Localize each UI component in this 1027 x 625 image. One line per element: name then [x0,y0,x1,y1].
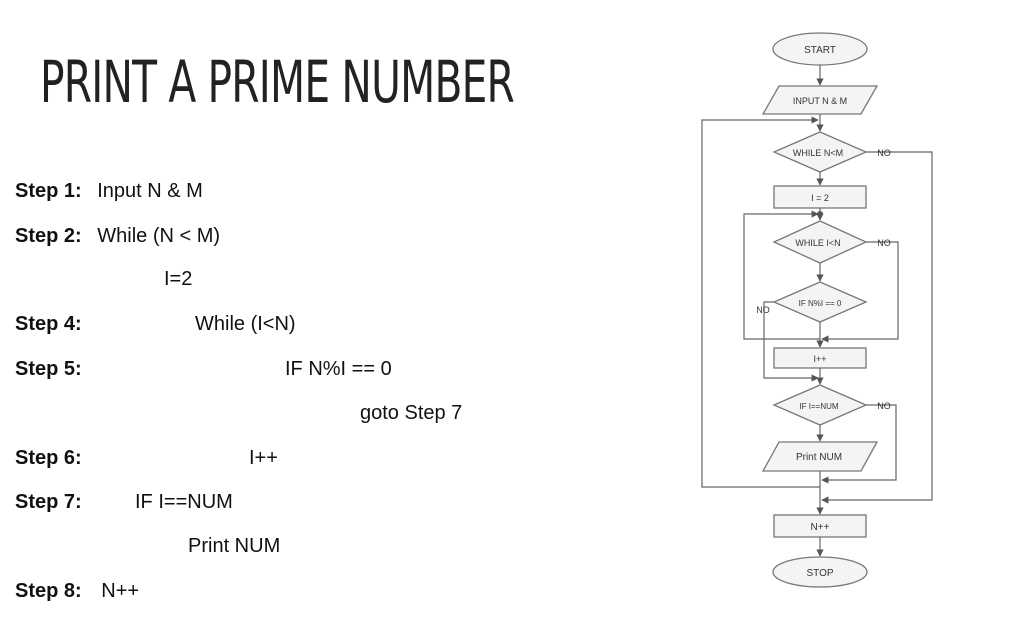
while-i-label: WHILE I<N [795,238,840,248]
junction-dot [817,211,823,217]
step-7-text: IF I==NUM [135,491,233,513]
step-4: Step 4: [15,313,82,336]
if-num-label: IF I==NUM [799,402,838,411]
step-label: Step 8: [15,580,82,602]
step-label: Step 1: [15,180,82,202]
while-n-label: WHILE N<M [793,148,843,158]
no-label-if-num: NO [877,401,891,411]
step-7: Step 7: [15,491,82,514]
step-3-text: I=2 [164,268,193,290]
step-label: Step 5: [15,358,82,380]
stop-node [772,556,868,588]
edge-inner-loop [743,210,820,340]
step-label: Step 6: [15,447,82,469]
step-label: Step 2: [15,225,82,247]
stop-label: STOP [806,568,833,579]
edge-while-i-no [821,241,899,343]
inc-n-label: N++ [811,522,830,533]
step-text: Input N & M [97,180,203,202]
step-label: Step 4: [15,313,82,335]
step-2: Step 2: While (N < M) [15,225,220,248]
inc-i-label: I++ [813,354,826,364]
step-7-print-text: Print NUM [188,535,281,557]
no-label-if-mod: NO [756,305,770,315]
no-label-while-i: NO [877,238,891,248]
print-node [761,441,879,472]
step-text: While (N < M) [97,225,221,247]
print-label: Print NUM [796,452,842,463]
page-title: PRINT A PRIME NUMBER [40,48,515,116]
edge-while-n-no [821,151,933,504]
step-8: Step 8: N++ [15,580,139,603]
if-mod-label: IF N%I == 0 [799,299,842,308]
step-5-text: IF N%I == 0 [285,358,392,380]
start-label: START [804,45,836,56]
step-text: N++ [101,580,140,602]
edge-if-num-no [821,404,897,484]
edge-if-mod-no [763,301,819,382]
step-4-text: While (I<N) [195,313,296,335]
step-5: Step 5: [15,358,82,381]
no-label-while-n: NO [877,148,891,158]
input-node [761,85,879,115]
step-6-text: I++ [249,447,278,469]
edge-outer-loop [701,116,820,488]
input-label: INPUT N & M [793,96,847,106]
step-6: Step 6: [15,447,82,470]
step-label: Step 7: [15,491,82,513]
step-5-goto-text: goto Step 7 [360,402,463,424]
step-1: Step 1: Input N & M [15,180,203,203]
assign-i-label: I = 2 [811,193,829,203]
